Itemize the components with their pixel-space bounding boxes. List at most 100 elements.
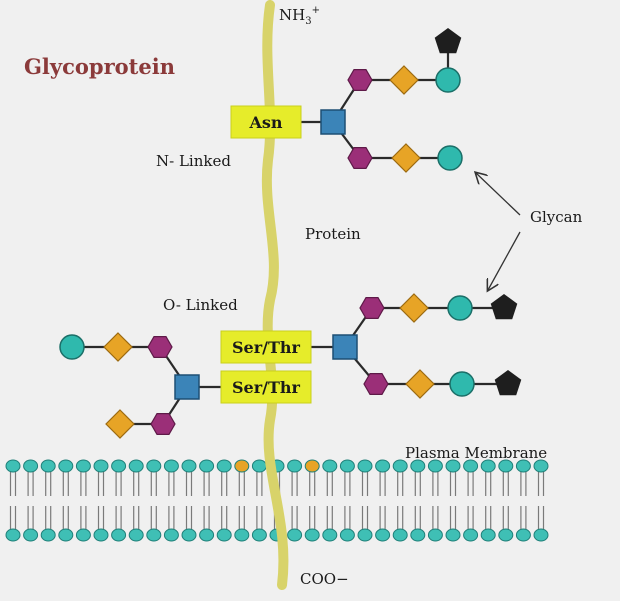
glycan-chains [59,28,522,439]
diamond-sugar-icon [389,65,419,95]
lipid-head [163,528,179,542]
pentagon-sugar-icon [434,28,462,54]
lipid-head [410,528,426,542]
lipid-head [304,459,320,473]
hexagon-sugar-icon [363,373,389,395]
c-terminus-label: COO− [300,570,349,588]
arrow-icon [488,231,521,290]
circle-sugar-icon [447,295,473,321]
lipid-head [58,528,74,542]
lipid-head [111,459,127,473]
circle-sugar-icon [59,334,85,360]
lipid-head [216,459,232,473]
pentagon-sugar-icon [490,294,518,320]
lipid-head [480,528,496,542]
square-sugar-icon [174,374,200,400]
lipid-head [199,459,215,473]
lipid-head [58,459,74,473]
lipid-head [304,528,320,542]
lipid-head [234,528,250,542]
lipid-head [533,459,549,473]
lipid-head [40,528,56,542]
lipid-head [515,459,531,473]
lipid-head [181,528,197,542]
lipid-head [498,528,514,542]
plasma-membrane-label: Plasma Membrane [405,444,547,462]
lipid-head [357,528,373,542]
lipid-head [357,459,373,473]
lipid-head [5,459,21,473]
lipid-head [128,459,144,473]
circle-sugar-icon [437,145,463,171]
arrow-icon [476,173,521,216]
circle-sugar-icon [449,371,475,397]
asn-box: Asn [230,105,302,139]
n-linked-label: N- Linked [156,152,231,170]
lipid-head [146,528,162,542]
lipid-head [163,459,179,473]
o-linked-label: O- Linked [163,296,238,314]
lipid-head [251,528,267,542]
diagram-title: Glycoprotein [24,54,175,79]
lipid-head [339,459,355,473]
lipid-head [515,528,531,542]
lipid-head [40,459,56,473]
lipid-head [498,459,514,473]
hexagon-sugar-icon [147,336,173,358]
lipid-head [128,528,144,542]
protein-label: Protein [305,225,361,243]
lipid-head [445,528,461,542]
lipid-head [463,459,479,473]
lipid-head [93,528,109,542]
lipid-head [146,459,162,473]
lipid-head [427,528,443,542]
diamond-sugar-icon [405,369,435,399]
lipid-head [322,528,338,542]
diamond-sugar-icon [399,293,429,323]
lipid-head [75,459,91,473]
hexagon-sugar-icon [359,297,385,319]
circle-sugar-icon [435,67,461,93]
square-sugar-icon [320,109,346,135]
lipid-head [287,528,303,542]
hexagon-sugar-icon [347,147,373,169]
lipid-head [392,459,408,473]
lipid-head [181,459,197,473]
lipid-head [375,459,391,473]
lipid-head [5,528,21,542]
lipid-head [322,459,338,473]
glycan-label: Glycan [530,208,583,226]
protein-strand [261,0,289,590]
lipid-head [93,459,109,473]
lipid-head [216,528,232,542]
n-terminus-label: NH3+ [279,5,320,27]
diamond-sugar-icon [105,409,135,439]
ser-thr-box-2: Ser/Thr [220,370,312,404]
hexagon-sugar-icon [347,68,373,92]
lipid-head [287,459,303,473]
lipid-head [199,528,215,542]
lipid-head [410,459,426,473]
plasma-membrane [5,459,549,542]
diamond-sugar-icon [103,332,133,362]
hexagon-sugar-icon [150,413,176,435]
lipid-head [533,528,549,542]
lipid-head [23,459,39,473]
lipid-head [463,528,479,542]
pentagon-sugar-icon [494,370,522,396]
lipid-head [392,528,408,542]
lipid-head [75,528,91,542]
lipid-head [445,459,461,473]
ser-thr-label-1: Ser/Thr [232,338,301,357]
lipid-head [23,528,39,542]
ser-thr-box-1: Ser/Thr [220,330,312,364]
lipid-head [111,528,127,542]
lipid-head [375,528,391,542]
lipid-head [480,459,496,473]
ser-thr-label-2: Ser/Thr [232,378,301,397]
diamond-sugar-icon [391,143,421,173]
lipid-head [339,528,355,542]
lipid-head [427,459,443,473]
